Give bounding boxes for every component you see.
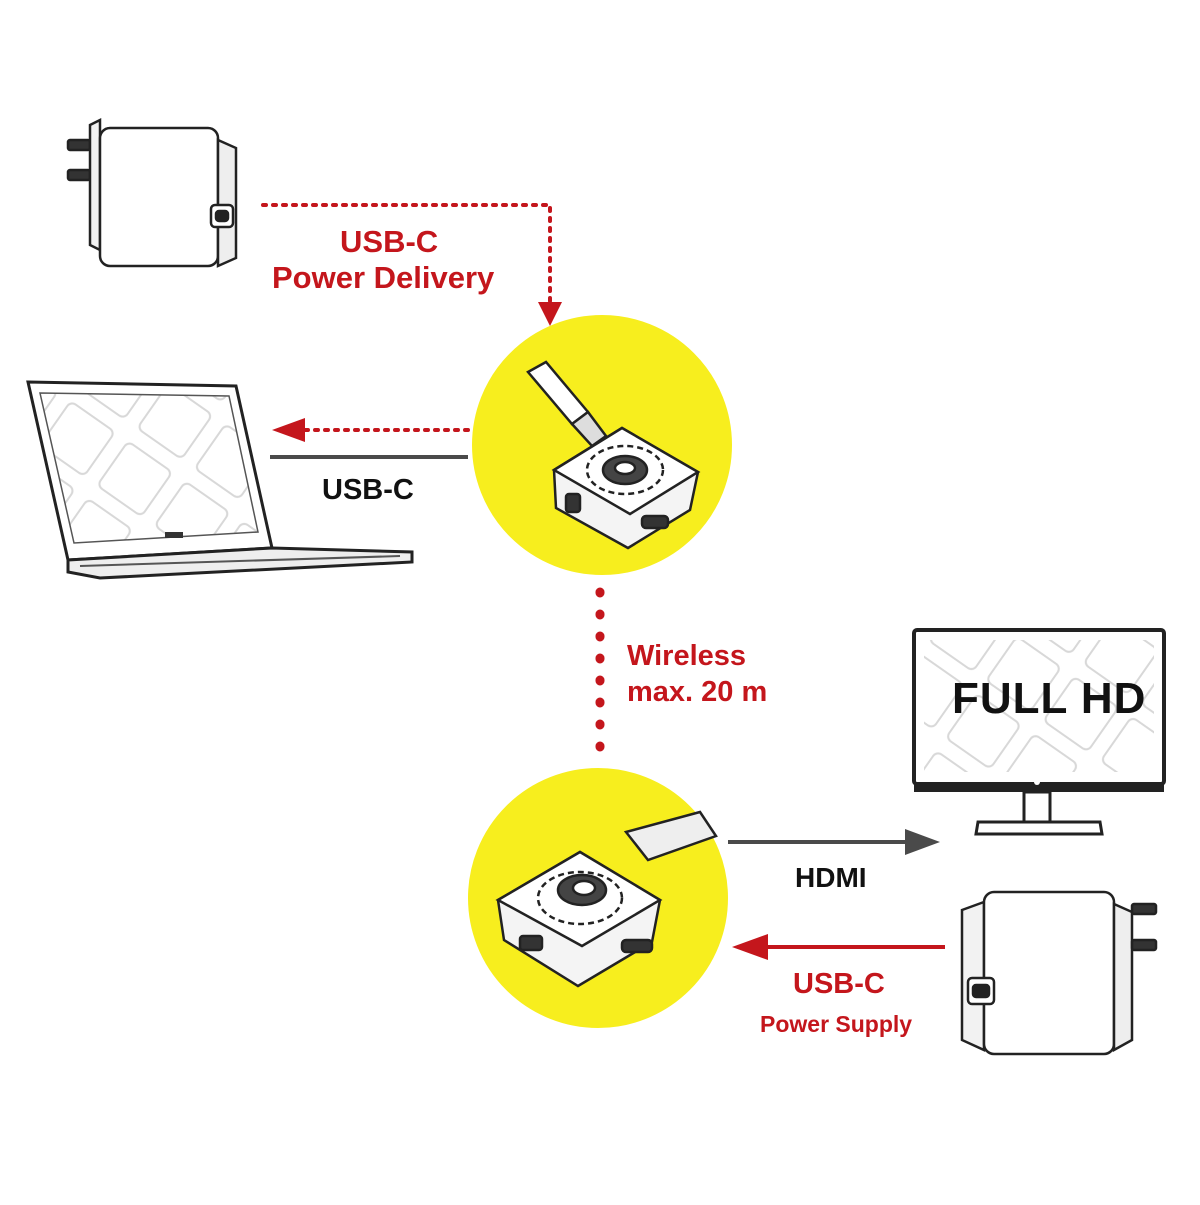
power-supply-label-line1: USB-C — [793, 968, 885, 1000]
power-delivery-label-line2: Power Delivery — [272, 260, 495, 295]
monitor-icon — [912, 628, 1166, 836]
transmitter-dongle-icon — [526, 360, 701, 550]
display-caption: FULL HD — [952, 674, 1147, 723]
power-delivery-arrowhead — [538, 302, 562, 326]
laptop-icon — [26, 380, 414, 580]
power-supply-label-line2: Power Supply — [760, 1011, 913, 1037]
wireless-label-line1: Wireless — [627, 640, 747, 672]
laptop-connection-label: USB-C — [322, 474, 414, 506]
power-adapter-icon — [66, 117, 238, 268]
laptop-power-arrowhead — [272, 418, 305, 442]
power-supply-arrowhead — [732, 934, 768, 960]
receiver-dongle-icon — [495, 810, 718, 988]
power-delivery-connector — [261, 203, 552, 320]
hdmi-arrowhead — [905, 829, 940, 855]
power-delivery-label-line1: USB-C — [340, 224, 439, 259]
wireless-label-line2: max. 20 m — [627, 676, 768, 708]
power-adapter-icon — [960, 890, 1158, 1056]
hdmi-label: HDMI — [795, 862, 867, 893]
